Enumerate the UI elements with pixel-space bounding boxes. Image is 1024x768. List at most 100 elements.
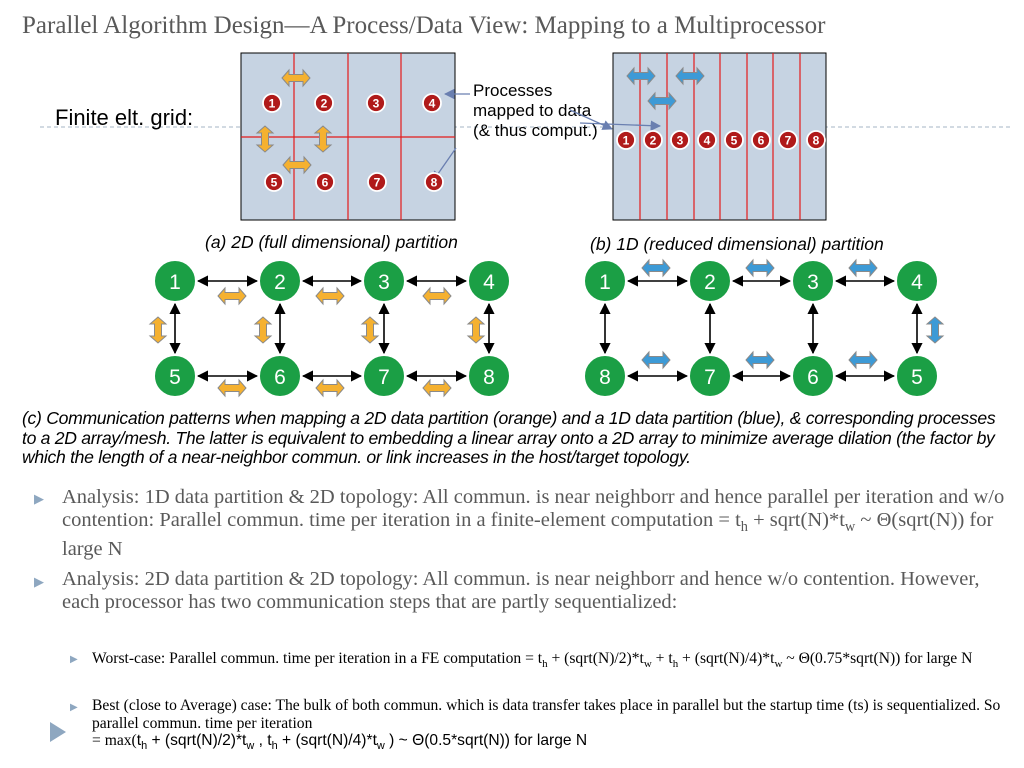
process-marker <box>697 130 717 150</box>
process-label: 3 <box>373 96 380 110</box>
bullet-analysis-2d: Analysis: 2D data partition & 2D topolog… <box>62 568 980 613</box>
comm-arrow-icon <box>675 66 705 86</box>
mesh-node-label: 8 <box>599 366 611 389</box>
corner-play-icon <box>50 722 66 742</box>
process-label: 1 <box>623 133 630 147</box>
mesh-node-label: 6 <box>274 366 286 389</box>
mesh-node <box>791 259 835 303</box>
comm-arrow-icon <box>148 316 168 344</box>
mesh-node <box>895 259 939 303</box>
comm-arrow-icon <box>745 258 775 278</box>
process-label: 2 <box>650 133 657 147</box>
comm-arrow-icon <box>848 258 878 278</box>
comm-arrow-icon <box>422 286 452 306</box>
mesh-node-label: 5 <box>911 366 923 389</box>
process-label: 3 <box>677 133 684 147</box>
mesh-node-label: 3 <box>378 271 390 294</box>
comm-arrow-icon <box>217 286 247 306</box>
process-marker <box>422 93 442 113</box>
annotation-arrow <box>579 120 662 131</box>
comm-arrow-icon <box>422 378 452 398</box>
annotation-text: (& thus comput.) <box>473 121 598 140</box>
process-marker <box>806 130 826 150</box>
process-marker <box>315 172 335 192</box>
comm-arrow-icon <box>281 68 311 88</box>
comm-arrow-icon <box>745 350 775 370</box>
mesh-node <box>467 354 511 398</box>
mesh-node-label: 6 <box>807 366 819 389</box>
process-marker <box>366 93 386 113</box>
process-marker <box>724 130 744 150</box>
annotation-text: Processes <box>473 81 552 100</box>
comm-arrow-icon <box>626 66 656 86</box>
mesh-node <box>583 259 627 303</box>
process-marker <box>367 172 387 192</box>
caption-a: (a) 2D (full dimensional) partition <box>205 232 458 252</box>
mesh-node-label: 1 <box>169 271 181 294</box>
process-label: 7 <box>785 133 792 147</box>
mesh-node-label: 7 <box>378 366 390 389</box>
process-label: 4 <box>704 133 711 147</box>
mesh-node <box>153 259 197 303</box>
bullet-marker-icon: ▶ <box>34 491 44 506</box>
process-label: 6 <box>758 133 765 147</box>
process-label: 6 <box>322 175 329 189</box>
mesh-node <box>791 354 835 398</box>
mesh-node-label: 3 <box>807 271 819 294</box>
comm-arrow-icon <box>315 286 345 306</box>
mesh-node <box>362 259 406 303</box>
comm-arrow-icon <box>255 125 275 153</box>
caption-c: (c) Communication patterns when mapping … <box>22 408 996 467</box>
comm-arrow-icon <box>315 378 345 398</box>
process-label: 1 <box>269 96 276 110</box>
mesh-node-label: 1 <box>599 271 611 294</box>
caption-b: (b) 1D (reduced dimensional) partition <box>590 234 884 254</box>
process-label: 5 <box>731 133 738 147</box>
process-marker <box>778 130 798 150</box>
comm-arrow-icon <box>282 155 312 175</box>
finite-grid-label: Finite elt. grid: <box>55 105 193 130</box>
slide-title: Parallel Algorithm Design—A Process/Data… <box>22 12 826 39</box>
comm-arrow-icon <box>641 258 671 278</box>
mesh-node <box>258 259 302 303</box>
mesh-node <box>583 354 627 398</box>
mesh-node-label: 5 <box>169 366 181 389</box>
process-marker <box>262 93 282 113</box>
process-marker <box>264 172 284 192</box>
comm-arrow-icon <box>253 316 273 344</box>
mesh-node <box>153 354 197 398</box>
mesh-node <box>362 354 406 398</box>
mesh-node <box>467 259 511 303</box>
sub-worst-case: Worst-case: Parallel commun. time per it… <box>92 650 973 671</box>
process-label: 8 <box>813 133 820 147</box>
sub-bullet-marker-icon: ▶ <box>70 702 78 713</box>
process-label: 5 <box>271 175 278 189</box>
sub-best-case: Best (close to Average) case: The bulk o… <box>92 697 1001 753</box>
mesh-node-label: 2 <box>274 271 286 294</box>
comm-arrow-icon <box>925 316 945 344</box>
process-label: 2 <box>321 96 328 110</box>
mesh-node-label: 2 <box>704 271 716 294</box>
mesh-node-label: 7 <box>704 366 716 389</box>
bullet-analysis-1d: Analysis: 1D data partition & 2D topolog… <box>62 486 1005 561</box>
process-marker <box>751 130 771 150</box>
annotation-arrow <box>569 109 613 130</box>
mesh-node <box>688 354 732 398</box>
sub-bullet-marker-icon: ▶ <box>70 654 78 665</box>
mesh-node-label: 4 <box>911 271 923 294</box>
mesh-node-label: 4 <box>483 271 495 294</box>
comm-arrow-icon <box>217 378 247 398</box>
mesh-node <box>895 354 939 398</box>
comm-arrow-icon <box>466 316 486 344</box>
mesh-node <box>688 259 732 303</box>
process-label: 4 <box>429 96 436 110</box>
process-marker <box>314 93 334 113</box>
comm-arrow-icon <box>848 350 878 370</box>
process-marker <box>424 172 444 192</box>
comm-arrow-icon <box>313 125 333 153</box>
process-marker <box>643 130 663 150</box>
bullet-marker-icon: ▶ <box>34 574 44 589</box>
process-label: 8 <box>431 175 438 189</box>
mesh-node <box>258 354 302 398</box>
